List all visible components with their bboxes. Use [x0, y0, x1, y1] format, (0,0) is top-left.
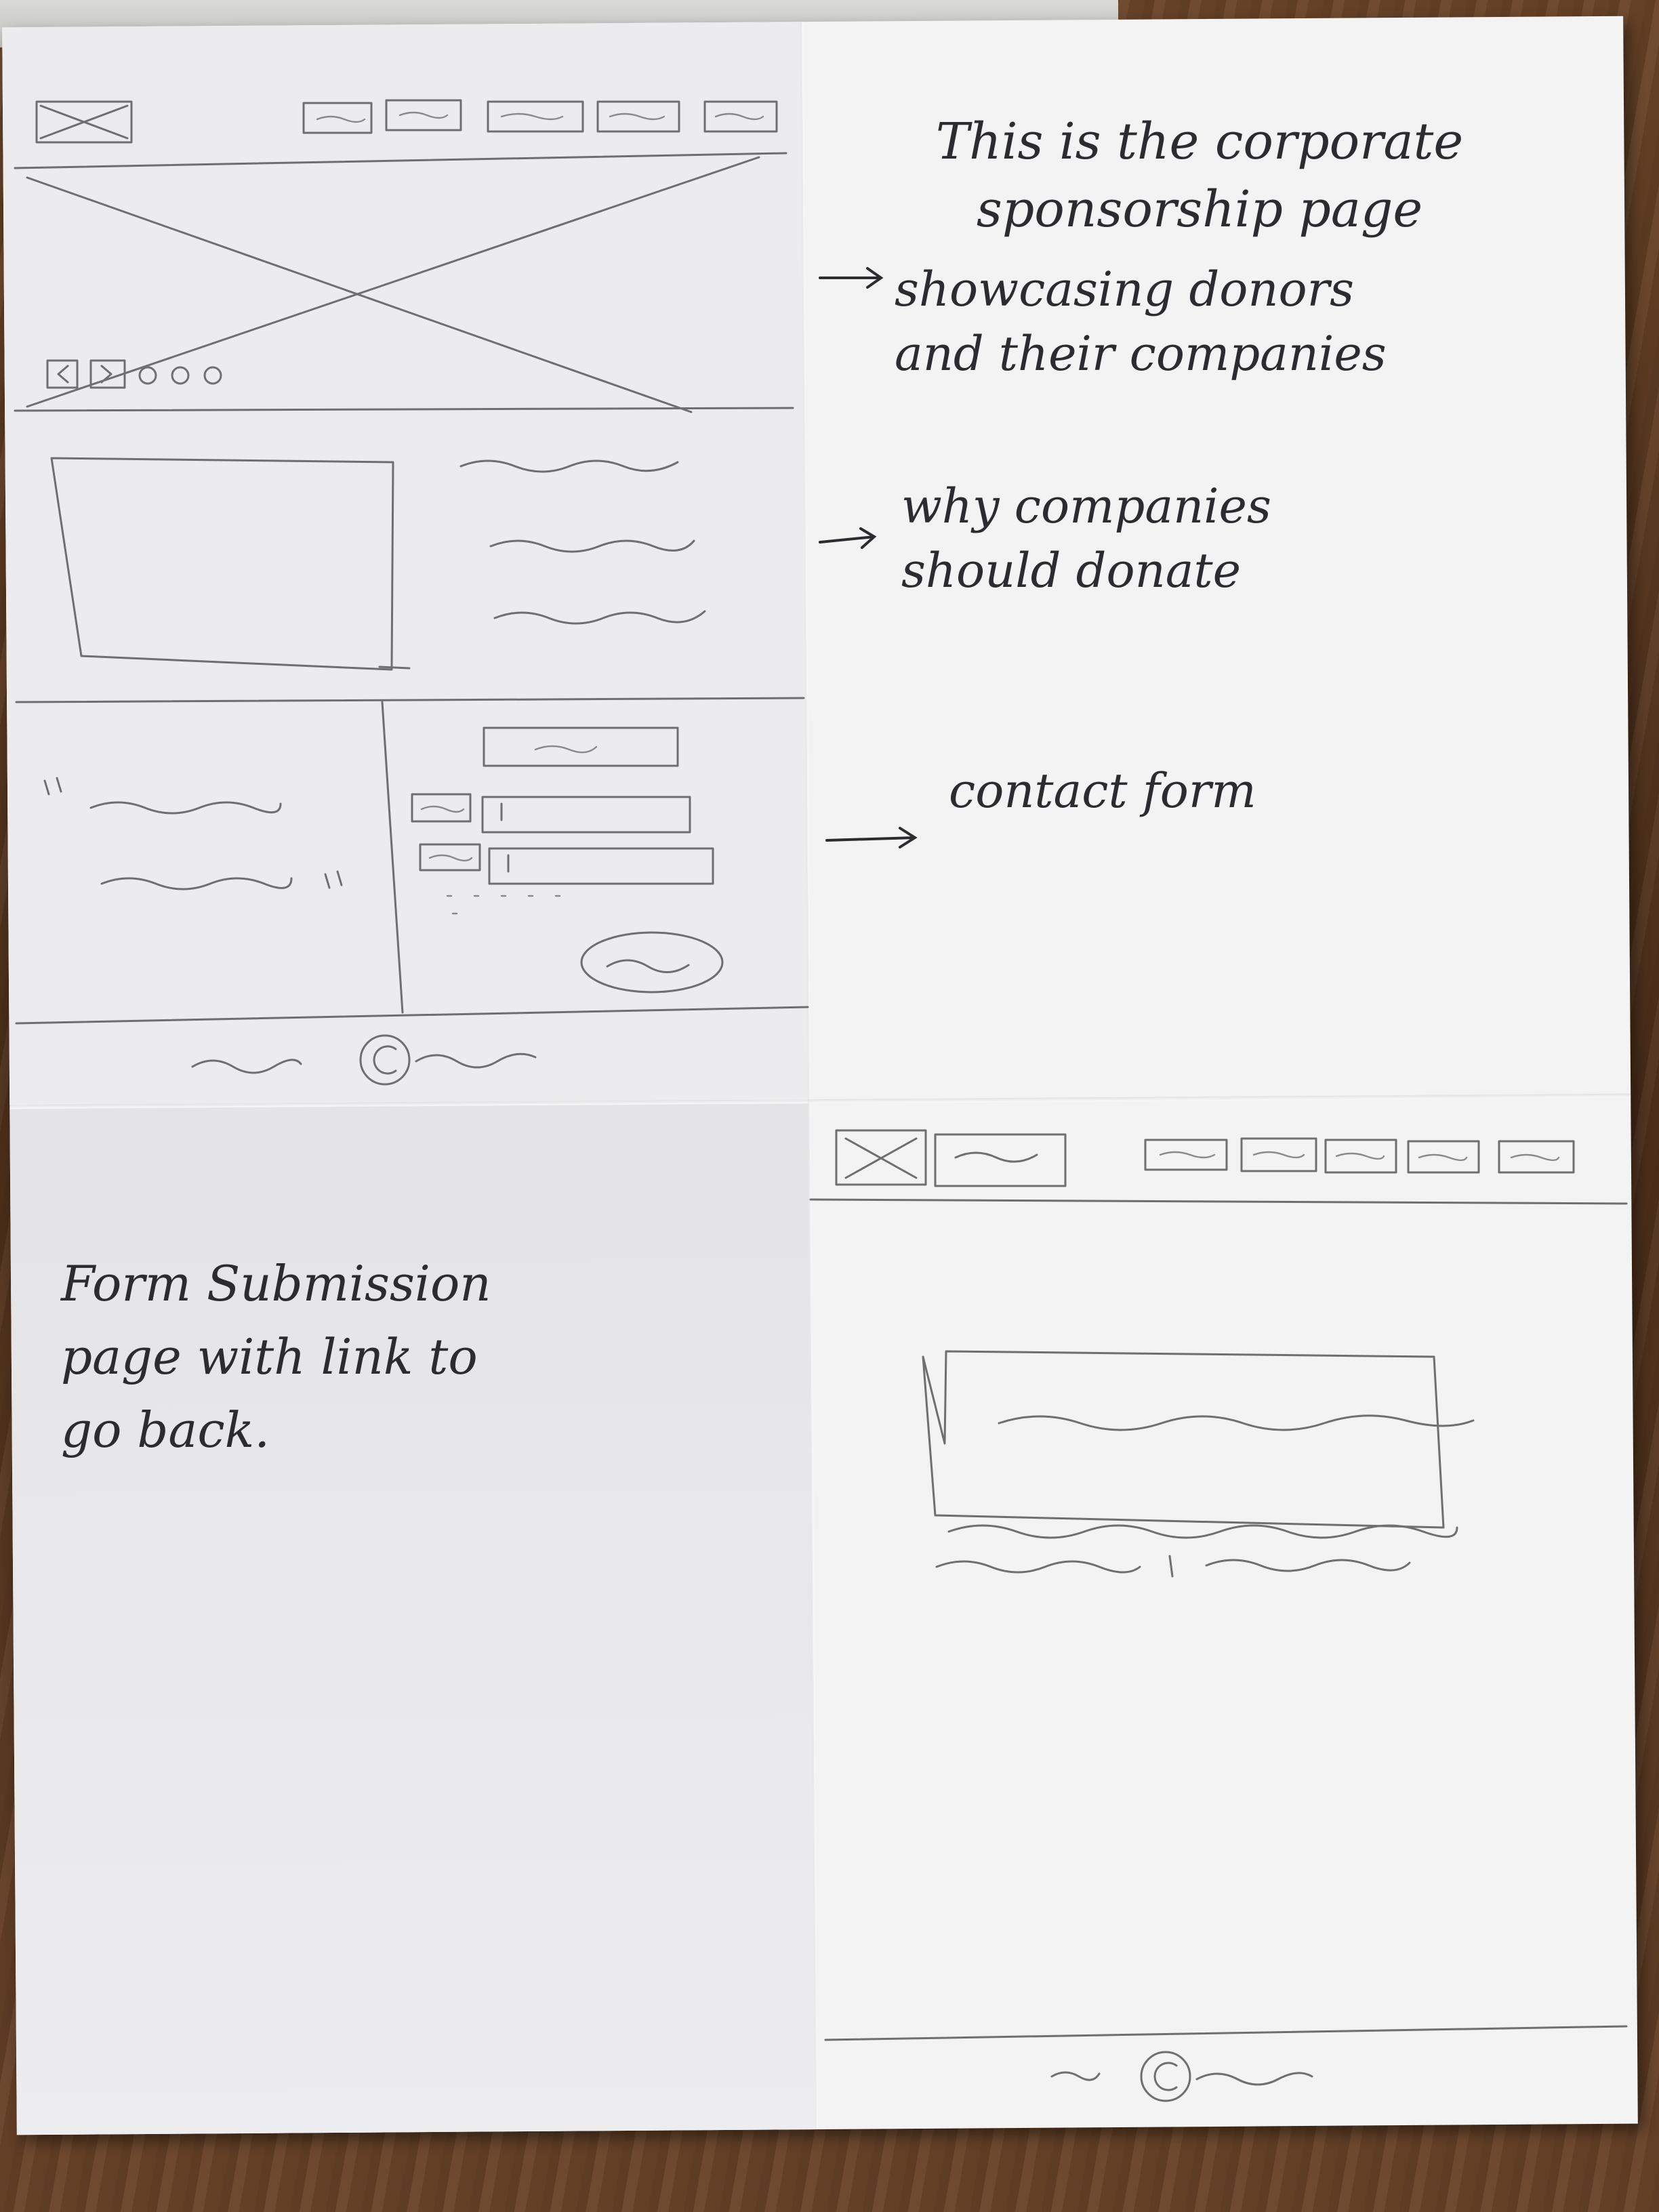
note-form-submission-page: Form Submission page with link to go bac…: [61, 1255, 491, 1458]
footer-divider: [15, 1006, 809, 1025]
wireframe-submission-page: [809, 1129, 1628, 2102]
note-why-companies-donate: why companies should donate: [901, 478, 1271, 598]
nav-items-2: [1144, 1137, 1575, 1174]
wireframe-sponsorship-page: [14, 99, 809, 1086]
annotation-arrows: [819, 267, 918, 848]
header-divider-2: [809, 1198, 1628, 1205]
nav-items: [302, 99, 778, 134]
back-link-text: [935, 1524, 1458, 1578]
contact-form-sketch: [411, 726, 724, 994]
footer-divider-2: [824, 2025, 1628, 2041]
hero-image-placeholder: [14, 156, 794, 413]
section-divider: [15, 697, 805, 703]
note-showcasing-donors: showcasing donors and their companies: [895, 262, 1387, 382]
testimonial-quote: [43, 777, 343, 890]
footer-copyright-sketch-2: [1050, 2051, 1313, 2102]
content-image-placeholder: [50, 457, 411, 671]
site-name-box: [934, 1133, 1067, 1187]
header-divider: [14, 152, 787, 169]
confirmation-message-box: [922, 1350, 1475, 1529]
carousel-controls: [46, 359, 222, 389]
column-divider: [381, 701, 404, 1014]
content-text-lines: [459, 459, 706, 625]
footer-copyright-sketch: [191, 1034, 537, 1086]
note-contact-form: contact form: [949, 763, 1256, 819]
logo-placeholder-icon: [35, 100, 133, 144]
logo-placeholder-icon-2: [835, 1129, 927, 1186]
note-page-title: This is the corporate sponsorship page: [935, 112, 1464, 239]
